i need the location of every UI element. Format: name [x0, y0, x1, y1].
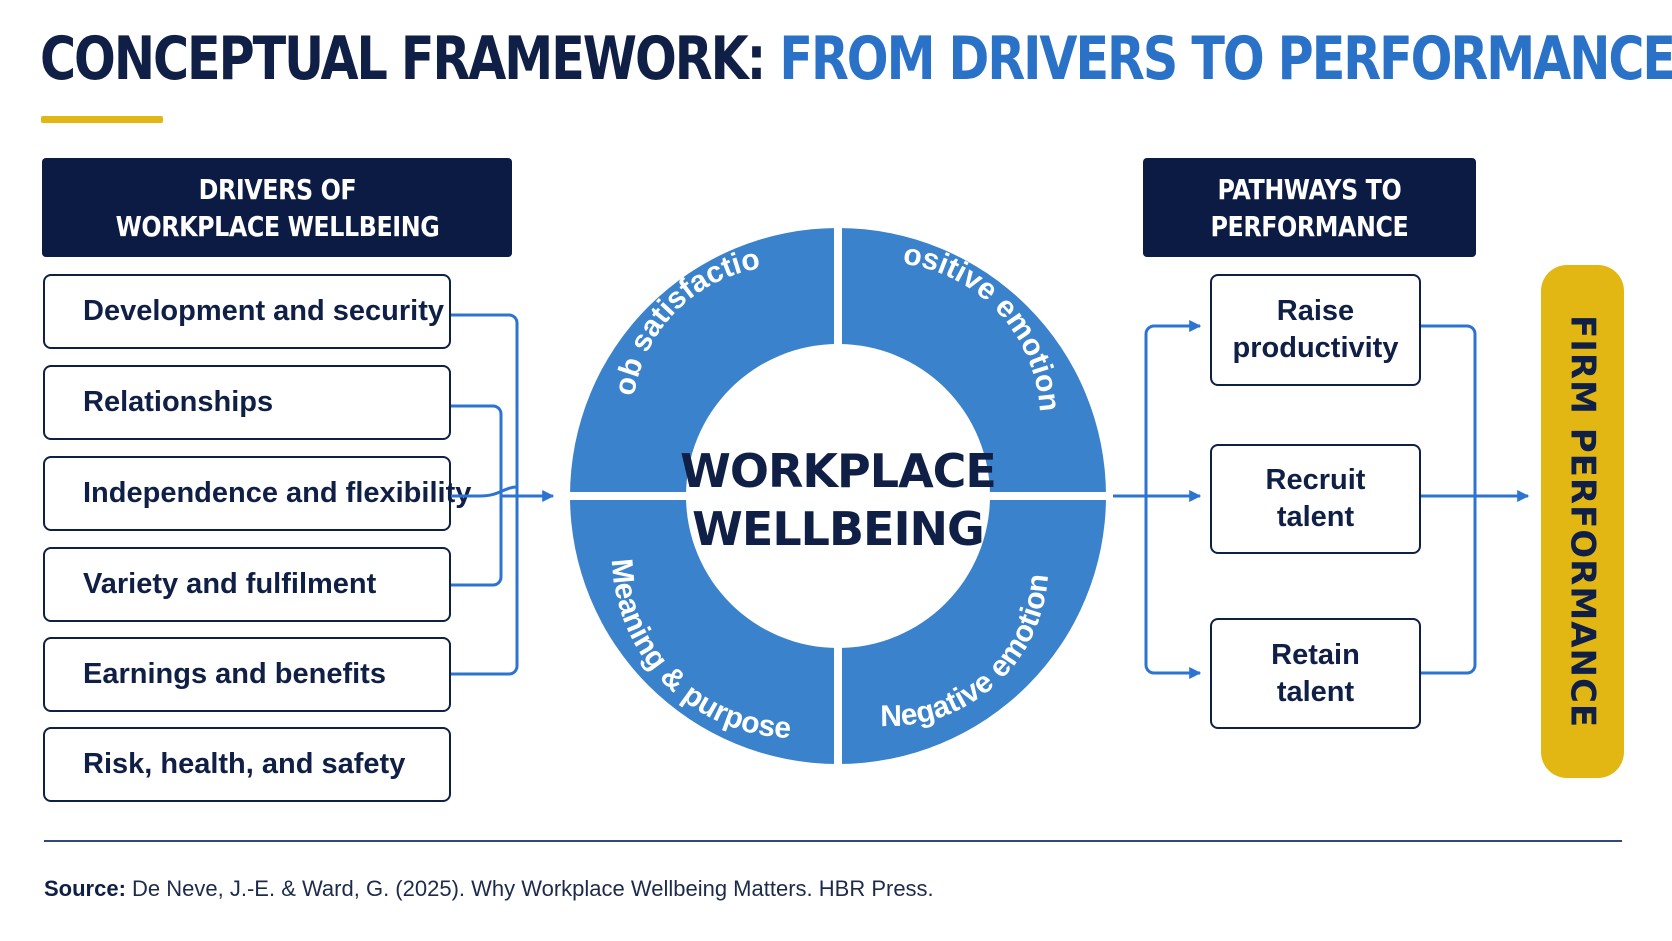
wheel-center-line-1: WORKPLACE — [680, 444, 996, 498]
driver-risk-health-and-safety: Risk, health, and safety — [43, 727, 451, 802]
source-text: De Neve, J.-E. & Ward, G. (2025). Why Wo… — [132, 876, 934, 901]
footer-divider — [44, 840, 1622, 842]
page-title: CONCEPTUAL FRAMEWORK: FROM DRIVERS TO PE… — [40, 24, 1672, 94]
firm-performance-label: FIRM PERFORMANCE — [1562, 314, 1603, 729]
pathways-header-text: PATHWAYS TO PERFORMANCE — [1210, 172, 1409, 243]
label-job-satisfaction: Job satisfaction — [0, 0, 763, 398]
wellbeing-to-productivity-arrow — [1144, 320, 1202, 496]
drivers-header: DRIVERS OF WORKPLACE WELLBEING — [42, 158, 512, 257]
wellbeing-to-retain-arrow — [1144, 496, 1202, 679]
wellbeing-wheel: WORKPLACE WELLBEING Job satisfaction Pos… — [0, 0, 1106, 764]
driver-relationships: Relationships — [43, 365, 451, 440]
pathway-retain-talent: Retain talent — [1210, 618, 1421, 729]
title-part-2: FROM DRIVERS TO PERFORMANCE — [779, 24, 1672, 94]
driver-earnings-and-benefits: Earnings and benefits — [43, 637, 451, 712]
firm-performance-bar: FIRM PERFORMANCE — [1541, 265, 1624, 778]
pathway-raise-productivity: Raise productivity — [1210, 274, 1421, 386]
pathway-recruit-talent: Recruit talent — [1210, 444, 1421, 554]
source-label: Source: — [44, 876, 126, 901]
drivers-header-text: DRIVERS OF WORKPLACE WELLBEING — [115, 172, 439, 243]
pathways-bracket — [1421, 324, 1477, 675]
drivers-to-wellbeing-arrow — [451, 487, 553, 496]
driver-variety-and-fulfilment: Variety and fulfilment — [43, 547, 451, 622]
pathways-header: PATHWAYS TO PERFORMANCE — [1143, 158, 1476, 257]
driver-development-and-security: Development and security — [43, 274, 451, 349]
wheel-center — [686, 344, 990, 648]
wheel-center-line-2: WELLBEING — [692, 502, 984, 556]
title-part-1: CONCEPTUAL FRAMEWORK: — [40, 24, 766, 94]
driver-independence-and-flexibility: Independence and flexibility — [43, 456, 471, 531]
title-underline — [41, 116, 163, 123]
source-citation: Source: De Neve, J.-E. & Ward, G. (2025)… — [44, 876, 934, 902]
